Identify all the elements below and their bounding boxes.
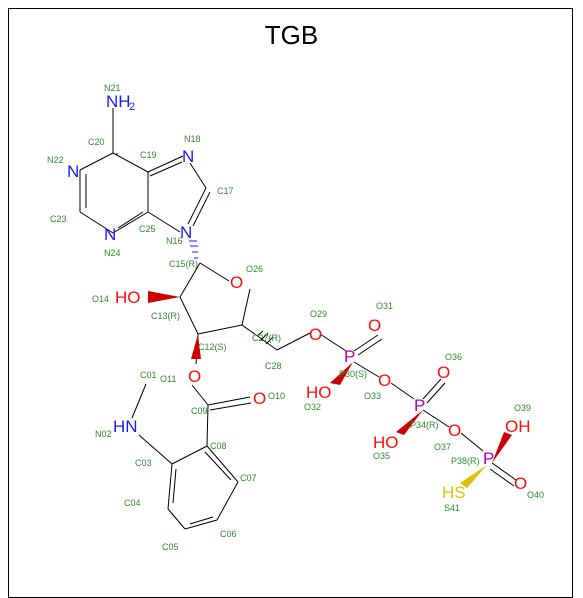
label-c27: C27(R) [252,333,281,343]
atom-n02: HN [113,417,138,436]
label-c15: C15(R) [169,259,198,269]
label-o11: O11 [160,374,176,384]
label-s41: S41 [444,503,460,513]
label-c23: C23 [50,214,67,224]
label-c09: C09 [191,406,208,416]
atom-o11: O [188,367,201,386]
label-c28: C28 [265,361,282,371]
molecule-title: TGB [264,20,319,50]
hash-c27-c28 [256,330,274,345]
label-o14: O14 [92,294,109,304]
atom-n18: N [182,147,194,166]
label-n22: N22 [47,155,64,165]
wedge-p30-o32 [330,362,353,385]
atom-o33: O [378,371,391,390]
label-o39: O39 [514,403,531,413]
label-n16: N16 [166,236,183,246]
atom-o31: O [368,316,381,335]
label-n21: N21 [104,83,121,93]
atom-nh2-subscript: 2 [129,101,135,113]
label-c20: C20 [88,137,105,147]
label-c08: C08 [210,441,227,451]
label-c25: C25 [139,224,156,234]
atom-p30: P [344,347,355,366]
atom-o10: O [253,389,266,408]
hash-c15-n16 [189,240,198,259]
wedge-p34-o35 [396,410,423,435]
atom-n22: N [67,162,79,181]
diagram-frame [8,8,573,598]
atom-n16: N [180,223,192,242]
label-o35: O35 [373,451,390,461]
label-o37: O37 [434,442,451,452]
wedge-p38-o39 [492,432,512,463]
label-p34: P34(R) [410,420,439,430]
label-o36: O36 [445,352,462,362]
label-o26: O26 [246,264,263,274]
atom-o29: O [309,325,322,344]
atom-o14: HO [115,288,141,307]
atom-p34: P [414,396,425,415]
atom-o35: HO [373,433,399,452]
label-c19: C19 [140,150,157,160]
atom-p38: P [483,449,494,468]
label-c12: C12(S) [198,342,227,352]
atom-o32: HO [306,383,332,402]
label-o29: O29 [310,309,327,319]
label-c13: C13(R) [151,311,180,321]
atom-labels: N21 C20 C19 N18 N22 C17 C23 C25 N16 N24 … [47,83,544,552]
bonds [79,108,517,530]
atom-o40: O [514,474,527,493]
label-c03: C03 [135,458,152,468]
stereo-wedges [148,240,512,488]
atom-o39: OH [505,417,531,436]
atom-s41: HS [442,483,466,502]
atom-symbols: NH 2 N N N N O HO O O O O HO O O HO O OH… [67,92,531,502]
label-o32: O32 [304,402,321,412]
label-c17: C17 [217,186,234,196]
atom-n24: N [104,225,116,244]
label-c07: C07 [240,473,257,483]
wedge-c12-o11 [191,334,201,359]
wedge-p38-s41 [460,465,487,488]
label-c04: C04 [124,498,141,508]
label-n24: N24 [104,248,121,258]
atom-o37: O [448,421,461,440]
label-o31: O31 [376,301,393,311]
label-n18: N18 [184,134,201,144]
wedge-c13-o14 [148,291,180,303]
label-c01: C01 [140,370,157,380]
label-c05: C05 [162,542,179,552]
label-p30: P30(S) [339,369,367,379]
atom-nh2: NH [106,92,131,111]
label-n02: N02 [95,429,112,439]
label-c06: C06 [220,529,237,539]
label-p38: P38(R) [451,456,480,466]
label-o10: O10 [268,391,285,401]
label-o33: O33 [364,391,381,401]
atom-o26: O [230,273,243,292]
label-o40: O40 [527,490,544,500]
atom-o36: O [437,363,450,382]
